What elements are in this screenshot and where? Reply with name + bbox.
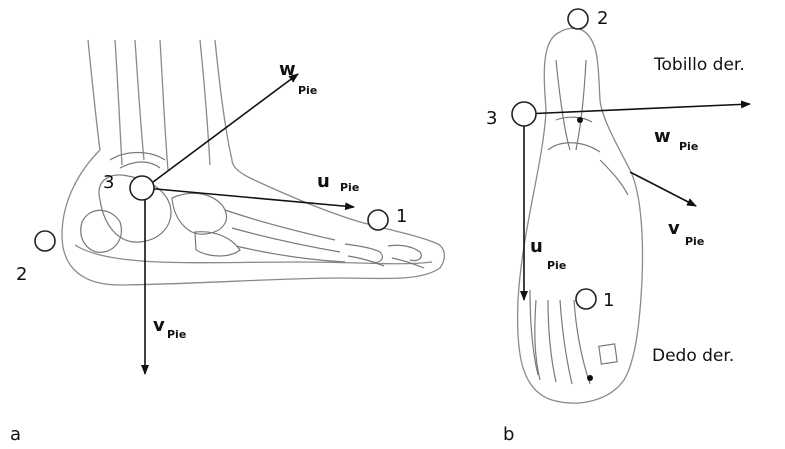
panel-a: 2 3 1 w Pie u Pie v Pie a [10, 40, 444, 445]
marker-a-2-label: 2 [16, 264, 27, 285]
marker-a-1: 1 [368, 206, 407, 230]
vector-b-v [630, 172, 696, 206]
marker-b-3-circle [512, 102, 536, 126]
panel-b: 2 1 3 w Pie u Pie v Pie Tobillo der. Ded… [486, 8, 750, 445]
marker-b-3-label: 3 [486, 108, 497, 129]
marker-a-1-label: 1 [396, 206, 407, 227]
vector-a-w [145, 74, 298, 188]
vector-b-w-letter: w [654, 126, 671, 147]
vector-b-v-sub: Pie [685, 235, 704, 248]
panel-b-caption: b [503, 424, 514, 445]
vector-a-w-letter: w [279, 59, 296, 80]
vector-b-v-letter: v [668, 218, 680, 239]
vector-b-w [524, 104, 750, 114]
vector-a-u-sub: Pie [340, 181, 359, 194]
vector-a-v-letter: v [153, 315, 165, 336]
marker-a-3: 3 [103, 172, 114, 193]
note-toe: Dedo der. [652, 346, 734, 366]
vector-b-u-sub: Pie [547, 259, 566, 272]
foot-top-outline [518, 28, 643, 403]
marker-b-2: 2 [568, 8, 608, 29]
vector-a-w-sub: Pie [298, 84, 317, 97]
vector-a-v-sub: Pie [167, 328, 186, 341]
vector-b-w-sub: Pie [679, 140, 698, 153]
marker-a-3-label: 3 [103, 172, 114, 193]
note-ankle: Tobillo der. [653, 55, 745, 75]
marker-a-3-circle [130, 176, 154, 200]
foot-side-outline [62, 40, 444, 285]
marker-b-1: 1 [576, 289, 614, 311]
marker-b-2-label: 2 [597, 8, 608, 29]
marker-b-1-label: 1 [603, 290, 614, 311]
vector-b-u-letter: u [530, 236, 543, 257]
marker-a-2: 2 [16, 231, 55, 285]
marker-b-3: 3 [486, 108, 497, 129]
vector-a-u-letter: u [317, 171, 330, 192]
panel-a-caption: a [10, 424, 21, 445]
